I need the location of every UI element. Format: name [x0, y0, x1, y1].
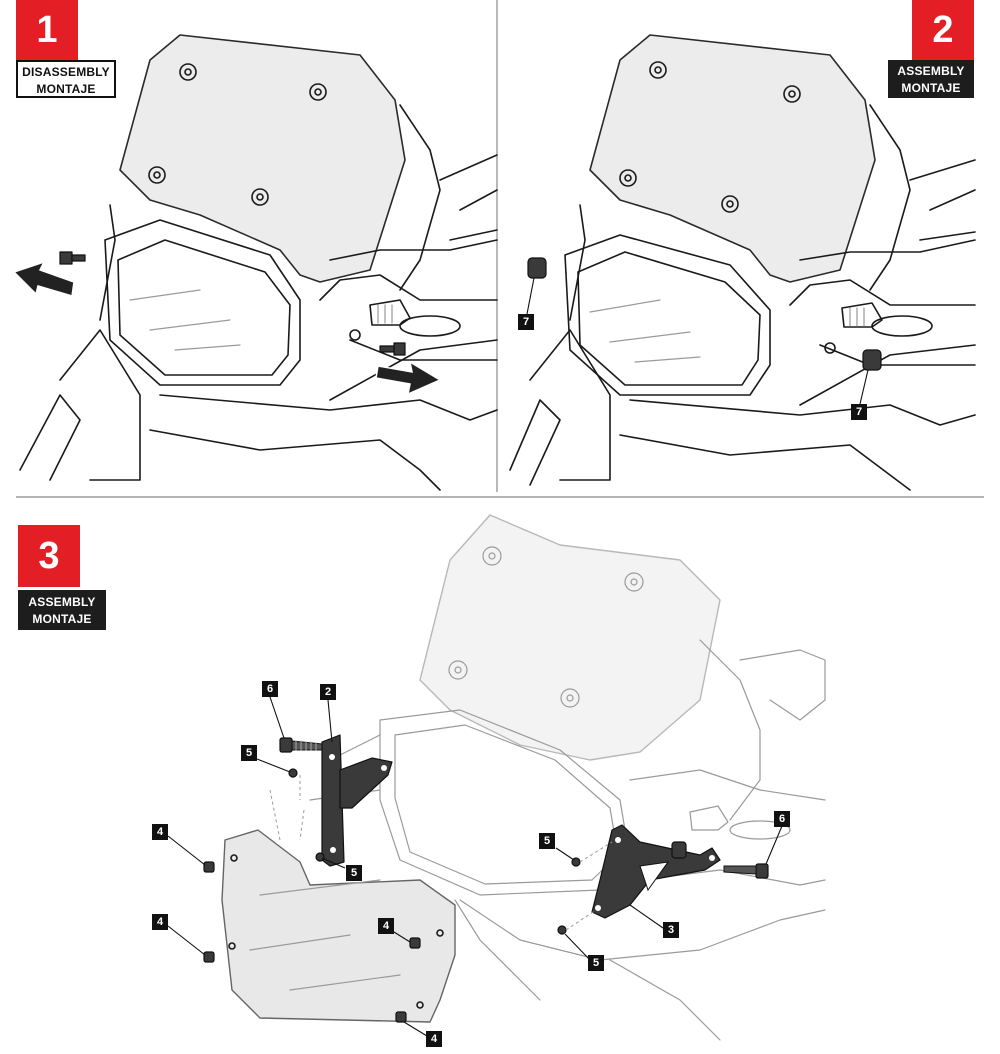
windscreen — [589, 34, 876, 283]
callout-small-screw: 4 — [152, 824, 168, 840]
panel-1-illustration — [12, 34, 498, 491]
windscreen — [419, 514, 721, 761]
screw-part — [723, 863, 769, 879]
callout-small-screw: 4 — [426, 1031, 442, 1047]
callout-right-bracket: 3 — [663, 922, 679, 938]
label-line-2: MONTAJE — [901, 81, 961, 95]
step-number: 2 — [932, 8, 954, 51]
screw-part — [279, 737, 323, 753]
headlight — [104, 219, 301, 386]
step-2-label: ASSEMBLY MONTAJE — [888, 60, 974, 98]
arrow-left-icon — [12, 260, 75, 297]
callout-screw: 6 — [774, 811, 790, 827]
step-1-badge: 1 — [16, 0, 78, 60]
label-line-1: ASSEMBLY — [897, 64, 965, 78]
callout-small-screw: 4 — [378, 918, 394, 934]
callout-washer: 5 — [588, 955, 604, 971]
spacer-part — [862, 349, 882, 371]
panel-3-illustration — [167, 514, 826, 1041]
spacer-part — [527, 257, 547, 279]
step-number: 3 — [38, 534, 60, 577]
label-line-2: MONTAJE — [36, 82, 96, 96]
panel-2-illustration — [509, 34, 976, 491]
step-1-label: DISASSEMBLY MONTAJE — [16, 60, 116, 98]
callout-spacer: 7 — [518, 314, 534, 330]
callout-washer: 5 — [539, 833, 555, 849]
callout-small-screw: 4 — [152, 914, 168, 930]
step-number: 1 — [36, 8, 58, 51]
callout-washer: 5 — [346, 865, 362, 881]
step-2-badge: 2 — [912, 0, 974, 60]
callout-screw: 6 — [262, 681, 278, 697]
arrow-right-icon — [375, 360, 442, 396]
windscreen — [119, 34, 406, 283]
callout-washer: 5 — [241, 745, 257, 761]
label-line-2: MONTAJE — [32, 612, 92, 626]
headlight-protector — [221, 829, 456, 1023]
step-3-label: ASSEMBLY MONTAJE — [18, 590, 106, 630]
callout-left-bracket: 2 — [320, 684, 336, 700]
label-line-1: ASSEMBLY — [28, 595, 96, 609]
callout-spacer: 7 — [851, 404, 867, 420]
step-3-badge: 3 — [18, 525, 80, 587]
headlight — [564, 234, 771, 396]
label-line-1: DISASSEMBLY — [22, 65, 110, 79]
